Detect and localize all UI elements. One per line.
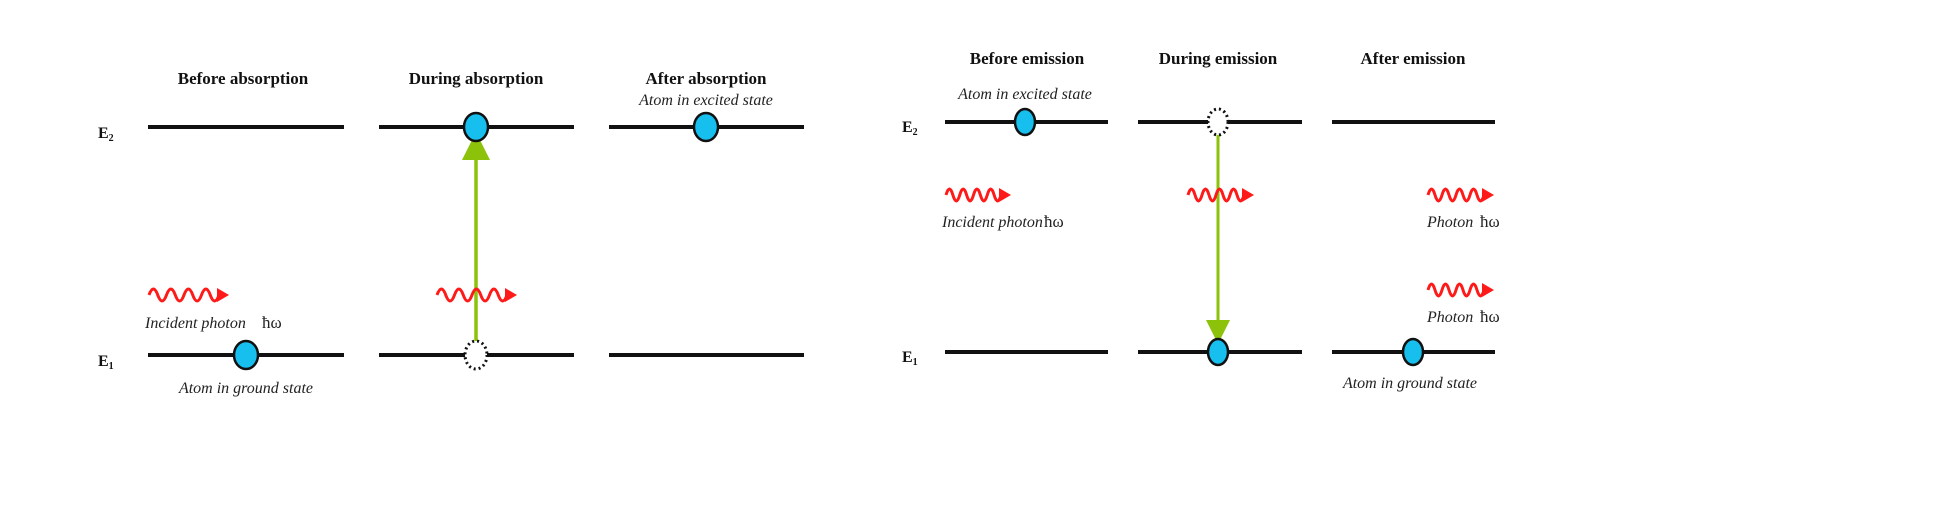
ground-state-label: Atom in ground state (178, 380, 313, 397)
output-photon-wave-1 (1426, 187, 1494, 203)
atom-ground-during (1206, 337, 1230, 367)
excited-state-label: Atom in excited state (638, 92, 773, 109)
title-after-absorption: After absorption (645, 69, 767, 88)
title-during-absorption: During absorption (409, 69, 544, 88)
photon-arrowhead-icon (217, 288, 229, 302)
photon-label-2: Photon (1426, 309, 1473, 326)
incident-photon-label: Incident photon (144, 315, 246, 332)
photon-label-1: Photon (1426, 214, 1473, 231)
label-e2: E2 (98, 125, 114, 144)
incident-photon-wave (944, 187, 1011, 203)
hbar-omega-label: ħω (1044, 212, 1064, 231)
atom-vacancy (1206, 107, 1230, 137)
absorption-panel: Before absorption During absorption Afte… (98, 69, 804, 397)
output-photon-wave-2 (1426, 282, 1494, 298)
incident-photon-wave (147, 287, 229, 303)
photon-arrowhead-icon (1482, 283, 1494, 297)
photon-wave-path (147, 287, 221, 303)
photon-wave-path (1426, 282, 1486, 298)
photon-wave-path (944, 187, 1003, 203)
excited-state-label: Atom in excited state (957, 86, 1092, 103)
photon-arrowhead-icon (1482, 188, 1494, 202)
photon-arrowhead-icon (1242, 188, 1254, 202)
emission-panel: Before emission During emission After em… (902, 49, 1500, 392)
atom-ground-after (1401, 337, 1425, 367)
label-e1: E1 (902, 349, 918, 368)
title-after-emission: After emission (1361, 49, 1467, 68)
atom-excited-before (1013, 107, 1037, 137)
hbar-omega-label-1: ħω (1480, 212, 1500, 231)
absorbed-photon-wave (435, 287, 517, 303)
ground-state-label: Atom in ground state (1342, 375, 1477, 392)
atom-excited-during (462, 111, 490, 143)
photon-wave-path (1186, 187, 1246, 203)
photon-wave-path (1426, 187, 1486, 203)
title-during-emission: During emission (1159, 49, 1278, 68)
photon-arrowhead-icon (505, 288, 517, 302)
incident-photon-label: Incident photon (941, 214, 1043, 231)
atom-vacancy (463, 339, 489, 371)
hbar-omega-label: ħω (262, 313, 282, 332)
title-before-absorption: Before absorption (178, 69, 309, 88)
label-e2: E2 (902, 119, 918, 138)
photon-arrowhead-icon (999, 188, 1011, 202)
stimulating-photon-wave (1186, 187, 1254, 203)
atom-ground (232, 339, 260, 371)
atom-excited-after (692, 111, 720, 143)
hbar-omega-label-2: ħω (1480, 307, 1500, 326)
title-before-emission: Before emission (970, 49, 1085, 68)
photon-wave-path (435, 287, 509, 303)
label-e1: E1 (98, 353, 114, 372)
